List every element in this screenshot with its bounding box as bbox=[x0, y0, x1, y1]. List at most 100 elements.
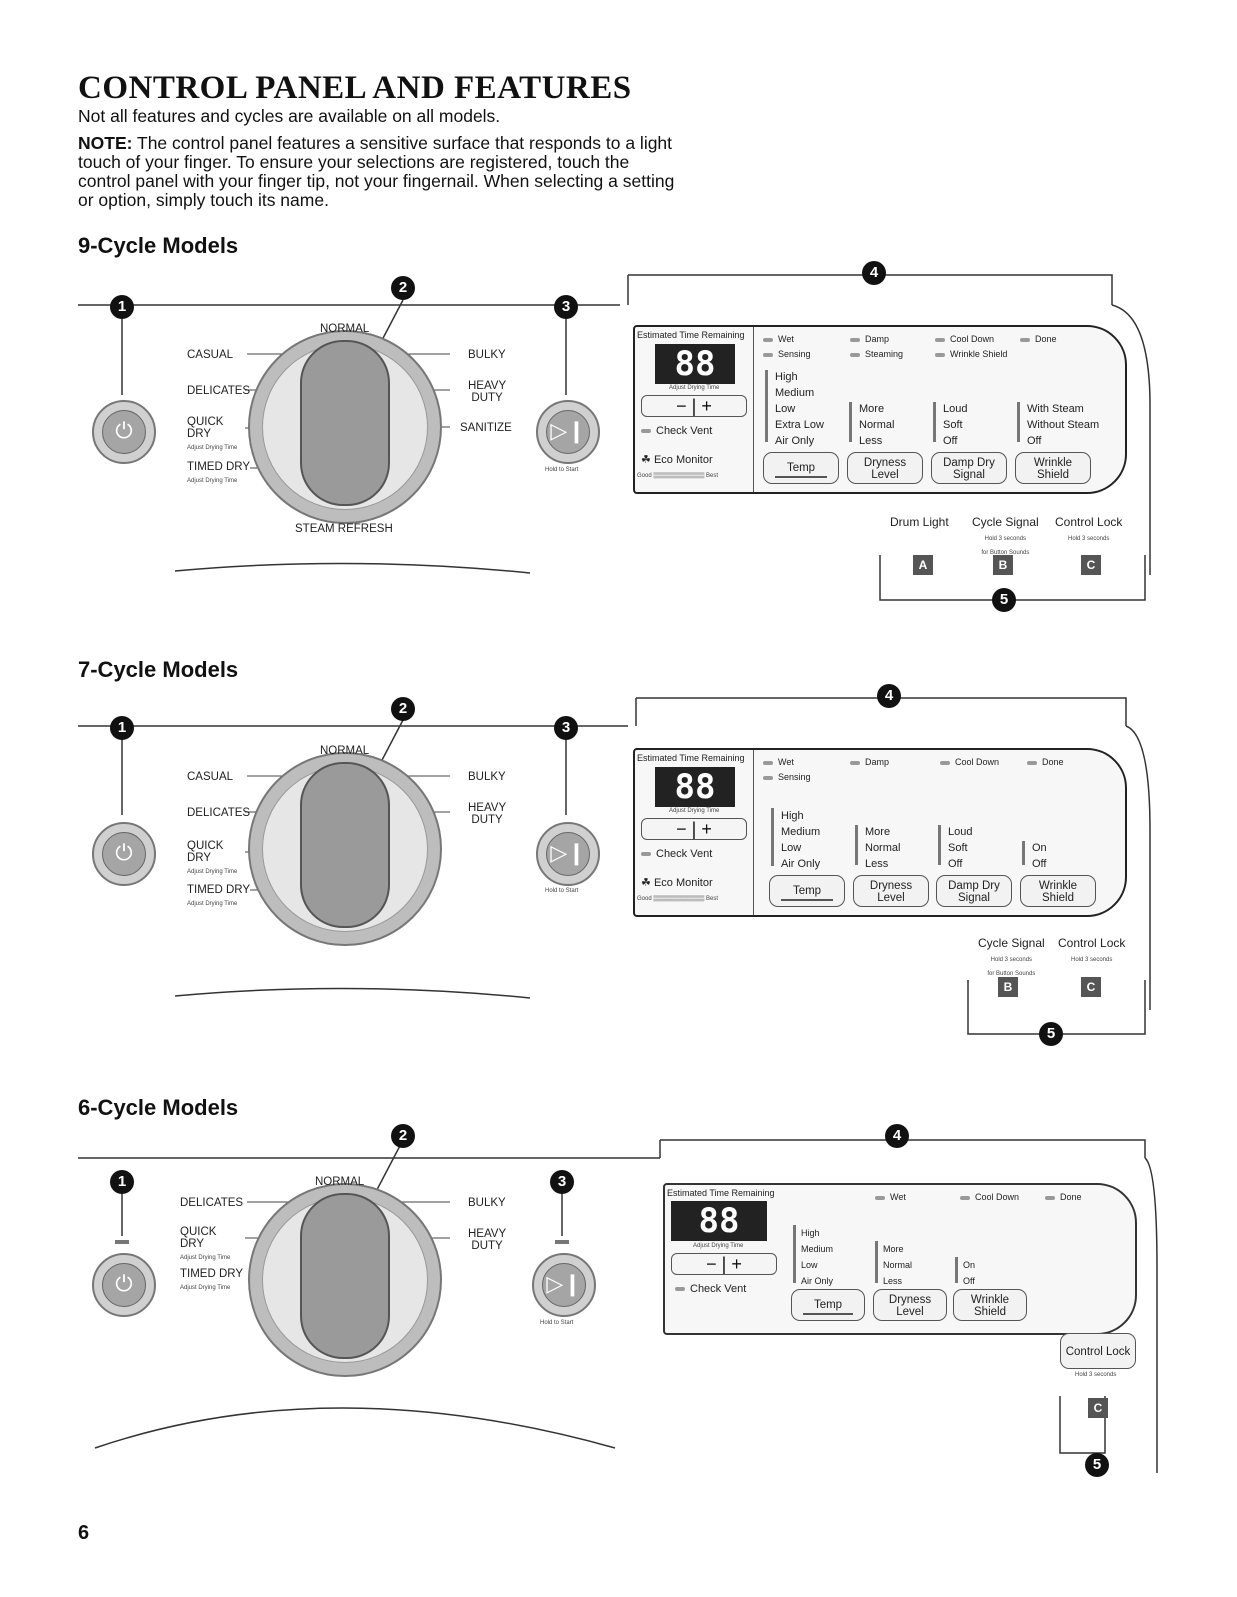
cycle-bulky[interactable]: BULKY bbox=[468, 349, 506, 361]
power-indicator bbox=[115, 1240, 129, 1244]
temp-option: Medium bbox=[775, 387, 815, 399]
wrinkle-label-2: Shield bbox=[1037, 469, 1069, 481]
wrinkle-label-1: Wrinkle bbox=[1033, 457, 1073, 469]
status-wet: Wet bbox=[763, 756, 794, 768]
status-dot bbox=[935, 337, 945, 342]
adjust-time-control[interactable]: − | + bbox=[641, 395, 747, 417]
button-c[interactable]: C bbox=[1081, 555, 1101, 575]
temp-button[interactable]: Temp bbox=[763, 452, 839, 484]
start-pause-button[interactable]: ▷❙ bbox=[536, 822, 600, 886]
cycle-delicates[interactable]: DELICATES bbox=[187, 385, 251, 397]
cycle-casual[interactable]: CASUAL bbox=[187, 349, 234, 361]
cycle-sanitize[interactable]: SANITIZE bbox=[460, 422, 512, 434]
dryness-option: Less bbox=[859, 435, 883, 447]
dryness-label-2: Level bbox=[877, 892, 905, 904]
status-done-label: Done bbox=[1042, 757, 1064, 767]
check-vent-label: Check Vent bbox=[656, 425, 713, 437]
duty-label: DUTY bbox=[471, 1240, 503, 1252]
adjust-time-control[interactable]: − | + bbox=[641, 818, 747, 840]
eco-scale: Good ▒▒▒▒▒▒▒▒▒▒▒▒ Best bbox=[637, 473, 719, 479]
status-dot bbox=[1020, 337, 1030, 342]
cycle-bulky[interactable]: BULKY bbox=[468, 1197, 506, 1209]
temp-button[interactable]: Temp bbox=[769, 875, 845, 907]
cycle-normal[interactable]: NORMAL bbox=[320, 745, 370, 757]
hold-to-start: Hold to Start bbox=[540, 1320, 574, 1326]
eco-scale: Good ▒▒▒▒▒▒▒▒▒▒▒▒ Best bbox=[637, 896, 719, 902]
cycle-delicates[interactable]: DELICATES bbox=[180, 1197, 244, 1209]
power-button[interactable]: ⏻ bbox=[92, 1253, 156, 1317]
eco-monitor-label: Eco Monitor bbox=[653, 454, 713, 466]
button-b[interactable]: B bbox=[993, 555, 1013, 575]
callout-4: 4 bbox=[862, 261, 886, 285]
callout-1: 1 bbox=[110, 716, 134, 740]
best-label: Best bbox=[706, 896, 719, 902]
temp-option: Low bbox=[801, 1260, 818, 1270]
eco-monitor: ☘ Eco Monitor bbox=[641, 454, 713, 466]
status-steaming: Steaming bbox=[850, 348, 903, 360]
signal-level-bar bbox=[933, 402, 936, 442]
status-cool-down-label: Cool Down bbox=[975, 1192, 1020, 1202]
section-heading-6: 6-Cycle Models bbox=[78, 1095, 239, 1120]
start-pause-button[interactable]: ▷❙ bbox=[536, 400, 600, 464]
status-dot bbox=[850, 337, 860, 342]
control-lock-hold: Hold 3 seconds bbox=[1068, 536, 1110, 542]
wrinkle-option: Without Steam bbox=[1027, 419, 1100, 431]
cycle-normal[interactable]: NORMAL bbox=[320, 323, 370, 335]
cycle-bulky[interactable]: BULKY bbox=[468, 771, 506, 783]
adjust-time-label: Adjust Drying Time bbox=[669, 808, 720, 814]
dryness-level-bar bbox=[855, 825, 858, 865]
temp-button[interactable]: Temp bbox=[791, 1289, 865, 1321]
est-time-label: Estimated Time Remaining bbox=[667, 1188, 775, 1198]
heavy-label: HEAVY bbox=[468, 380, 507, 392]
status-wet-label: Wet bbox=[778, 757, 794, 767]
dry-label: DRY bbox=[187, 852, 212, 864]
button-b[interactable]: B bbox=[998, 977, 1018, 997]
button-a[interactable]: A bbox=[913, 555, 933, 575]
callout-5: 5 bbox=[992, 588, 1016, 612]
cycle-steam-refresh[interactable]: STEAM REFRESH bbox=[295, 523, 393, 535]
temp-option: Low bbox=[775, 403, 796, 415]
button-c[interactable]: C bbox=[1088, 1398, 1108, 1418]
cycle-casual[interactable]: CASUAL bbox=[187, 771, 234, 783]
start-pause-icon: ▷❙ bbox=[542, 1263, 586, 1307]
control-lock-label: Control Lock bbox=[1058, 936, 1126, 950]
adjust-time-control[interactable]: − | + bbox=[671, 1253, 777, 1275]
status-damp-label: Damp bbox=[865, 334, 890, 344]
status-cool-down: Cool Down bbox=[960, 1191, 1019, 1203]
power-button[interactable]: ⏻ bbox=[92, 400, 156, 464]
status-done-label: Done bbox=[1035, 334, 1057, 344]
cycle-normal[interactable]: NORMAL bbox=[315, 1176, 365, 1188]
temp-option: High bbox=[781, 810, 804, 822]
start-pause-button[interactable]: ▷❙ bbox=[532, 1253, 596, 1317]
cycle-signal-hold2: for Button Sounds bbox=[981, 550, 1030, 556]
dryness-label-1: Dryness bbox=[863, 457, 907, 469]
adjust-time-label: Adjust Drying Time bbox=[669, 385, 720, 391]
damp-dry-label-1: Damp Dry bbox=[948, 880, 1000, 892]
button-c[interactable]: C bbox=[1081, 977, 1101, 997]
control-lock-group[interactable]: Control Lock bbox=[1060, 1333, 1136, 1369]
cycle-delicates[interactable]: DELICATES bbox=[187, 807, 251, 819]
dry-label: DRY bbox=[187, 428, 212, 440]
check-vent-indicator bbox=[641, 429, 651, 434]
temp-option: Extra Low bbox=[775, 419, 824, 431]
power-button[interactable]: ⏻ bbox=[92, 822, 156, 886]
status-cool-down: Cool Down bbox=[940, 756, 999, 768]
